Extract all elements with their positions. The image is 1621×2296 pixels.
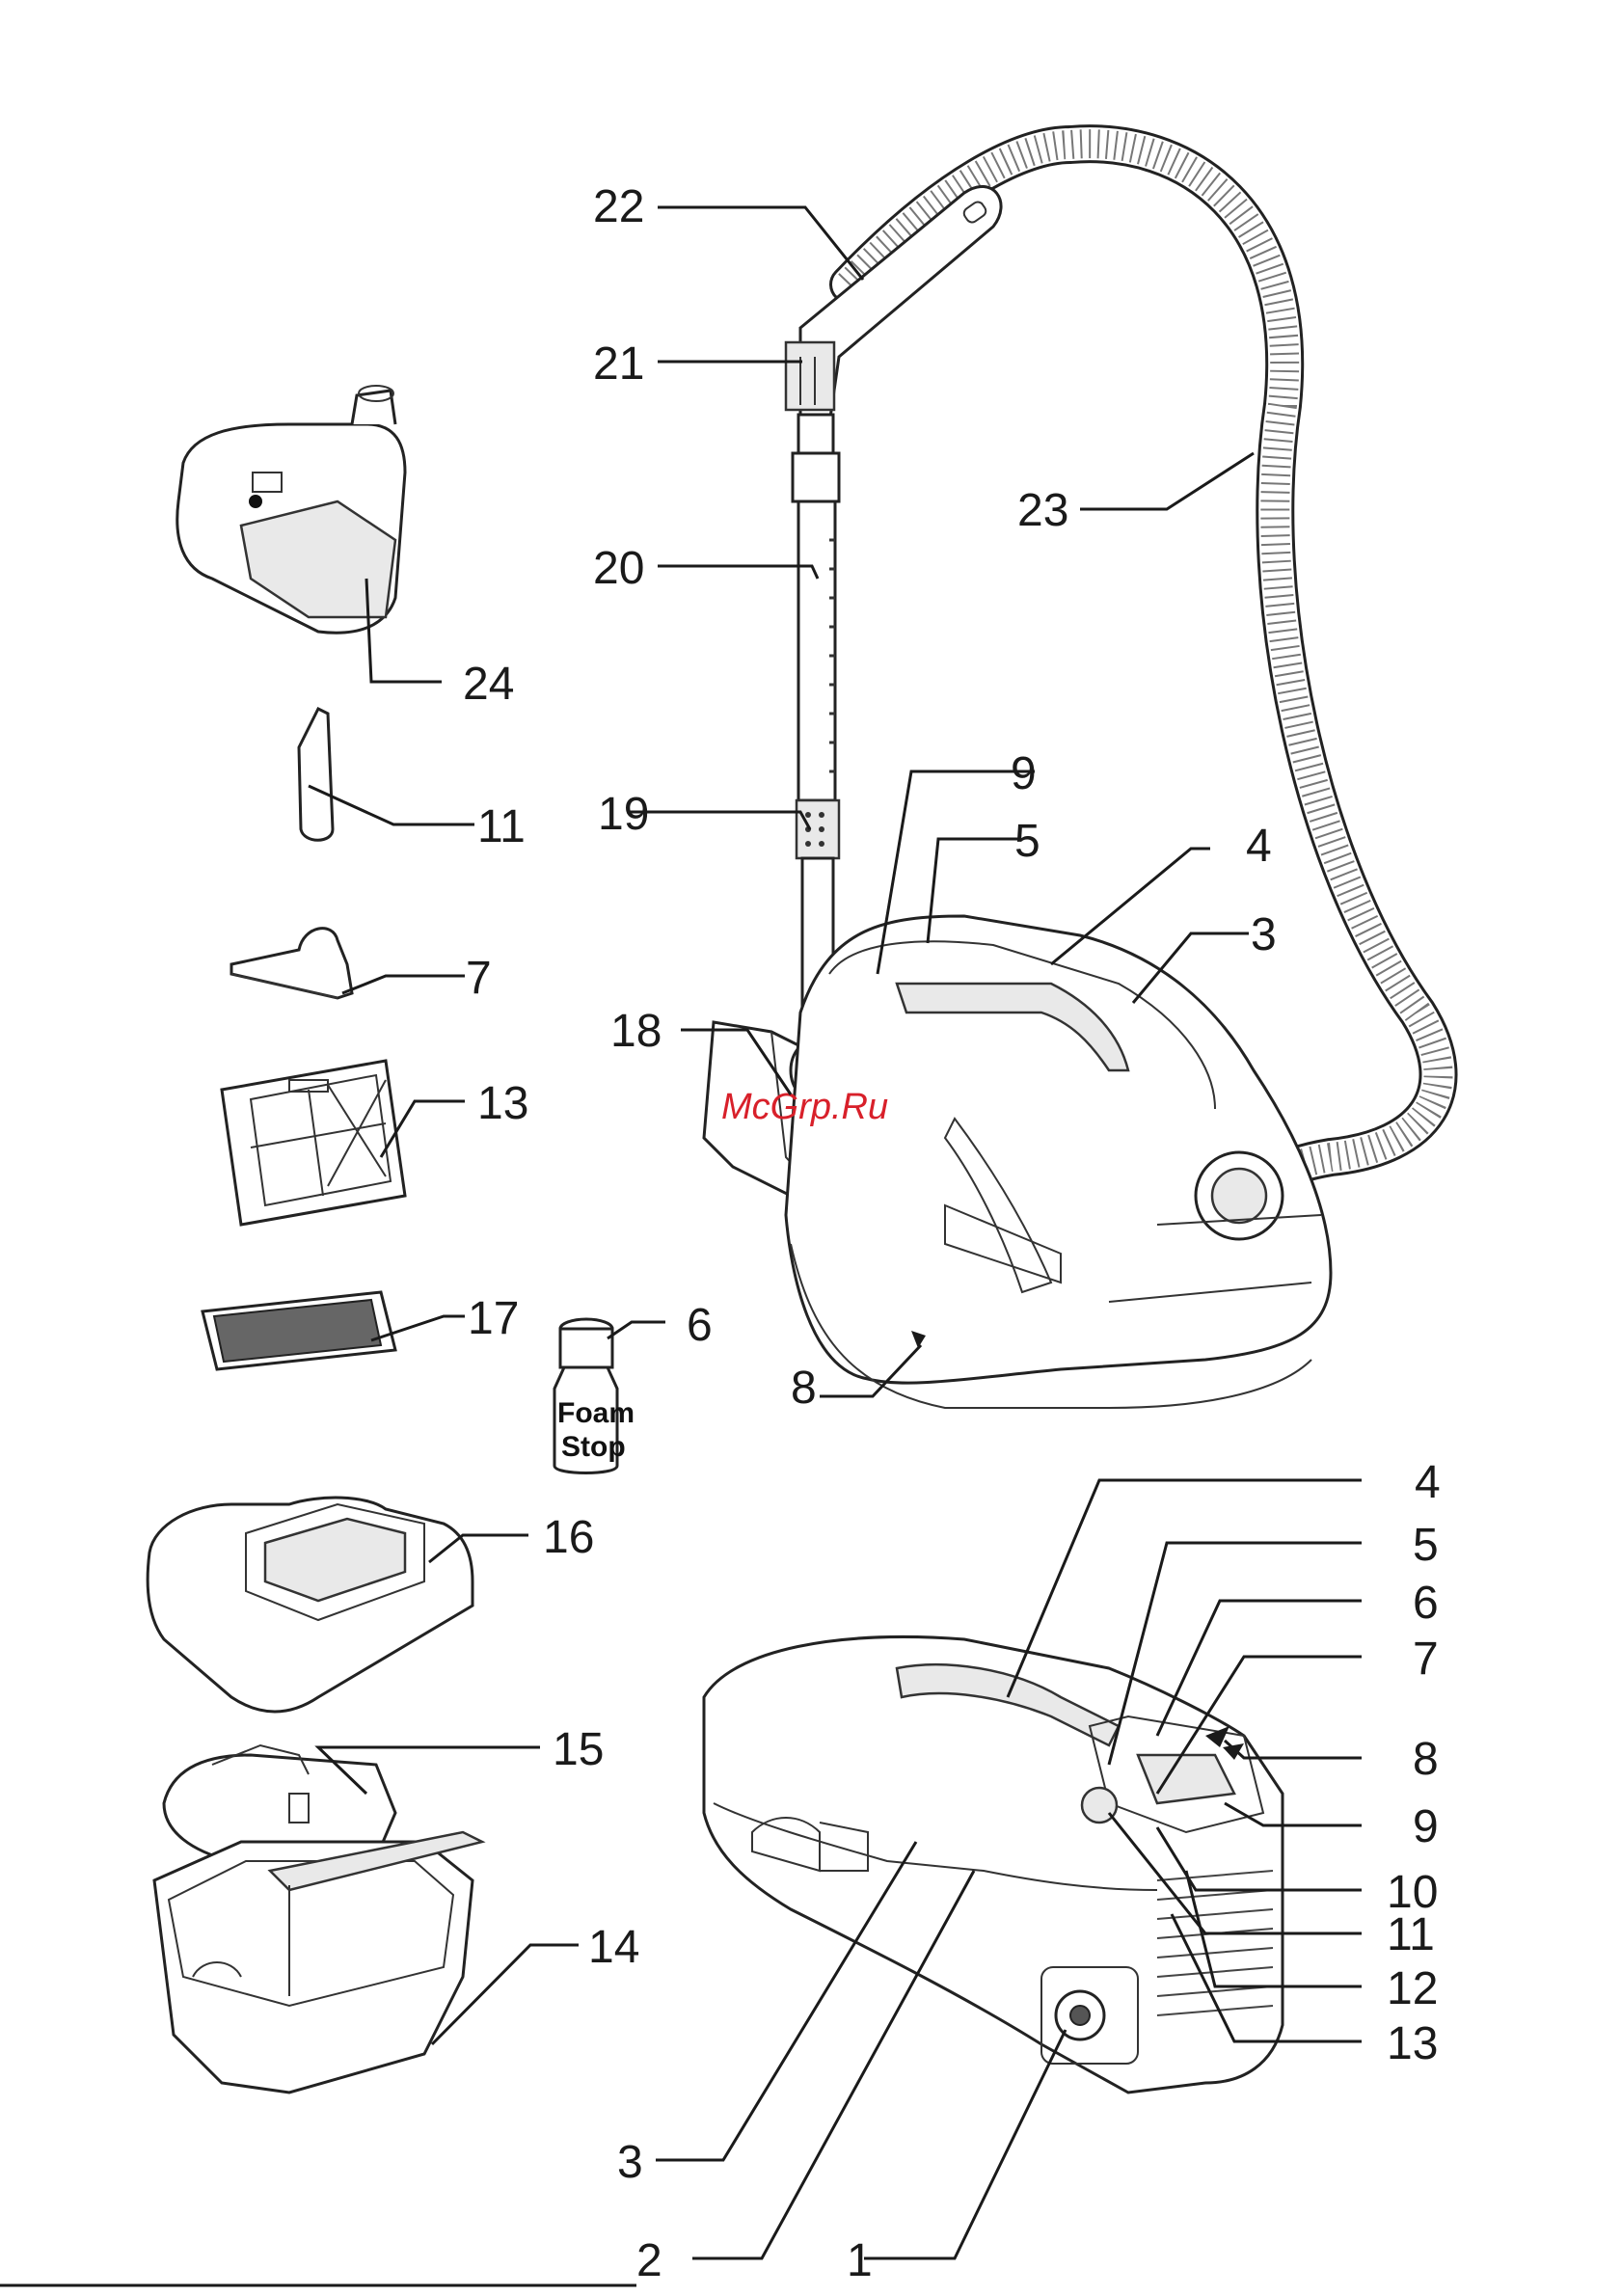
callout-16: 16 xyxy=(543,1512,594,1563)
callout-9-bottom: 9 xyxy=(1413,1801,1439,1852)
vacuum-body-lower-drawing xyxy=(704,1637,1283,2093)
callout-11-bottom: 11 xyxy=(1387,1909,1435,1960)
floor-nozzle-drawing xyxy=(177,386,405,633)
callout-7-bottom: 7 xyxy=(1413,1634,1439,1685)
callout-8-bottom: 8 xyxy=(1413,1734,1439,1785)
callout-1: 1 xyxy=(847,2235,873,2286)
callout-6-bottom: 6 xyxy=(1413,1578,1439,1629)
callout-2: 2 xyxy=(636,2235,662,2286)
callout-14: 14 xyxy=(588,1922,639,1973)
callout-17: 17 xyxy=(468,1293,519,1344)
callout-4-top: 4 xyxy=(1246,821,1272,872)
callout-19: 19 xyxy=(598,789,649,840)
callout-23: 23 xyxy=(1017,485,1068,536)
callout-5-bottom: 5 xyxy=(1413,1520,1439,1571)
upholstery-tool-drawing xyxy=(231,929,352,998)
callout-18: 18 xyxy=(610,1006,662,1057)
callout-6-top: 6 xyxy=(687,1300,713,1351)
callout-3-top: 3 xyxy=(1251,909,1277,960)
callout-13-bottom: 13 xyxy=(1387,2018,1438,2069)
callout-21: 21 xyxy=(593,338,644,390)
callout-9-top: 9 xyxy=(1011,748,1037,799)
callout-20: 20 xyxy=(593,543,644,594)
callout-5-top: 5 xyxy=(1014,816,1040,867)
foam-stop-bottle-drawing: Foam Stop xyxy=(554,1319,635,1473)
vacuum-body-upper-drawing xyxy=(786,916,1331,1408)
callout-8-top: 8 xyxy=(791,1363,817,1414)
water-container-drawing xyxy=(154,1832,482,2093)
watermark-text: McGrp.Ru xyxy=(721,1087,888,1127)
callout-7-top: 7 xyxy=(466,953,492,1004)
callout-24: 24 xyxy=(463,659,514,710)
container-lid-drawing xyxy=(148,1498,473,1712)
callout-11-top: 11 xyxy=(477,801,526,852)
bottle-label-line2: Stop xyxy=(561,1431,626,1463)
callout-15: 15 xyxy=(553,1724,604,1775)
hepa-filter-drawing xyxy=(222,1061,405,1225)
callout-12: 12 xyxy=(1387,1963,1438,2014)
bottle-label-line1: Foam xyxy=(557,1397,635,1429)
callout-22: 22 xyxy=(593,181,644,232)
callout-13-top: 13 xyxy=(477,1078,528,1129)
flat-filter-drawing xyxy=(203,1292,395,1369)
callout-3-bottom: 3 xyxy=(617,2137,643,2188)
callout-4-bottom: 4 xyxy=(1415,1457,1441,1508)
crevice-tool-drawing xyxy=(299,709,333,840)
